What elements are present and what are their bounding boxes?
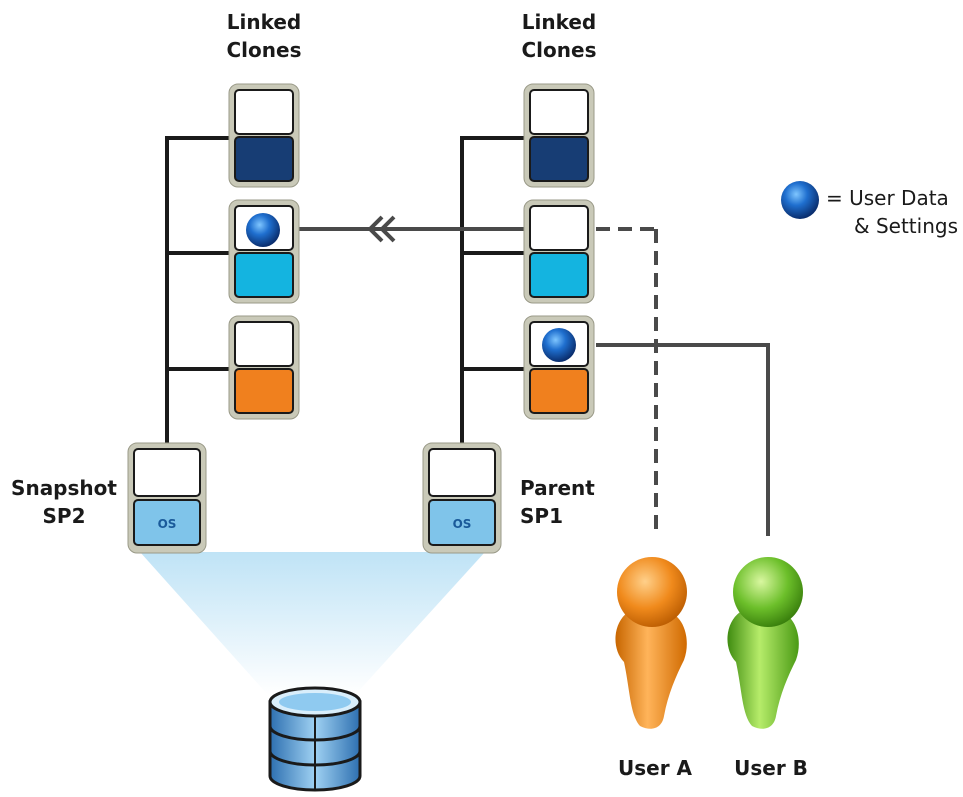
snapshot-sp2-card: OS bbox=[127, 442, 207, 554]
user-b-icon bbox=[727, 557, 803, 729]
user-data-sphere-icon bbox=[781, 181, 819, 219]
right-clone-dark-blue bbox=[523, 83, 595, 188]
user-a-icon bbox=[615, 557, 687, 729]
left-clone-dark-blue bbox=[228, 83, 300, 188]
clone-group-title-right: Linked Clones bbox=[521, 10, 597, 62]
user-b-connection-line bbox=[596, 343, 770, 536]
right-tree-lines bbox=[460, 136, 525, 444]
legend-user-data-settings: = User Data & Settings bbox=[826, 186, 958, 238]
user-data-transfer-line bbox=[298, 215, 658, 536]
clone-group-title-left: Linked Clones bbox=[226, 10, 302, 62]
user-data-sphere-icon bbox=[246, 213, 280, 247]
os-label: OS bbox=[453, 517, 472, 531]
right-clone-cyan bbox=[523, 199, 595, 304]
storage-projection-beam bbox=[140, 552, 485, 695]
database-icon bbox=[268, 686, 362, 792]
right-clone-orange bbox=[523, 315, 595, 420]
user-a-label: User A bbox=[617, 756, 692, 780]
parent-sp1-card: OS bbox=[422, 442, 502, 554]
os-label: OS bbox=[158, 517, 177, 531]
user-data-sphere-icon bbox=[542, 328, 576, 362]
left-tree-lines bbox=[165, 136, 230, 444]
snapshot-sp2-label: Snapshot SP2 bbox=[11, 476, 117, 528]
parent-sp1-label: Parent SP1 bbox=[520, 476, 595, 528]
left-clone-cyan bbox=[228, 199, 300, 304]
user-b-label: User B bbox=[734, 756, 808, 780]
left-clone-orange bbox=[228, 315, 300, 420]
